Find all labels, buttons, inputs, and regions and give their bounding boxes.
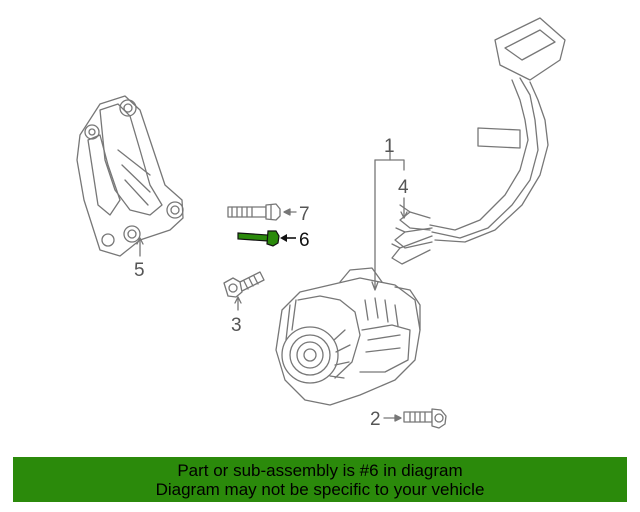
callout-7: 7 <box>299 204 310 225</box>
bolt-2[interactable] <box>403 408 447 429</box>
callout-3: 3 <box>231 315 242 336</box>
callout-4: 4 <box>398 177 409 198</box>
banner-line-2: Diagram may not be specific to your vehi… <box>155 480 485 499</box>
banner-line-1: Part or sub-assembly is #6 in diagram <box>177 461 463 480</box>
alternator[interactable] <box>275 267 421 406</box>
bolt-3[interactable] <box>223 271 265 298</box>
parts-diagram: 1 2 3 4 5 6 7 <box>76 17 566 430</box>
leader-lines <box>136 139 408 422</box>
part-info-banner: Part or sub-assembly is #6 in diagram Di… <box>13 457 627 502</box>
callout-6: 6 <box>299 230 310 251</box>
bolt-7[interactable] <box>227 203 281 221</box>
callout-2: 2 <box>370 409 381 430</box>
callout-5: 5 <box>134 260 145 281</box>
wiring-harness[interactable] <box>391 17 566 265</box>
bolt-6-highlighted[interactable] <box>237 230 296 247</box>
callout-1: 1 <box>384 136 395 157</box>
mounting-bracket[interactable] <box>76 95 184 257</box>
